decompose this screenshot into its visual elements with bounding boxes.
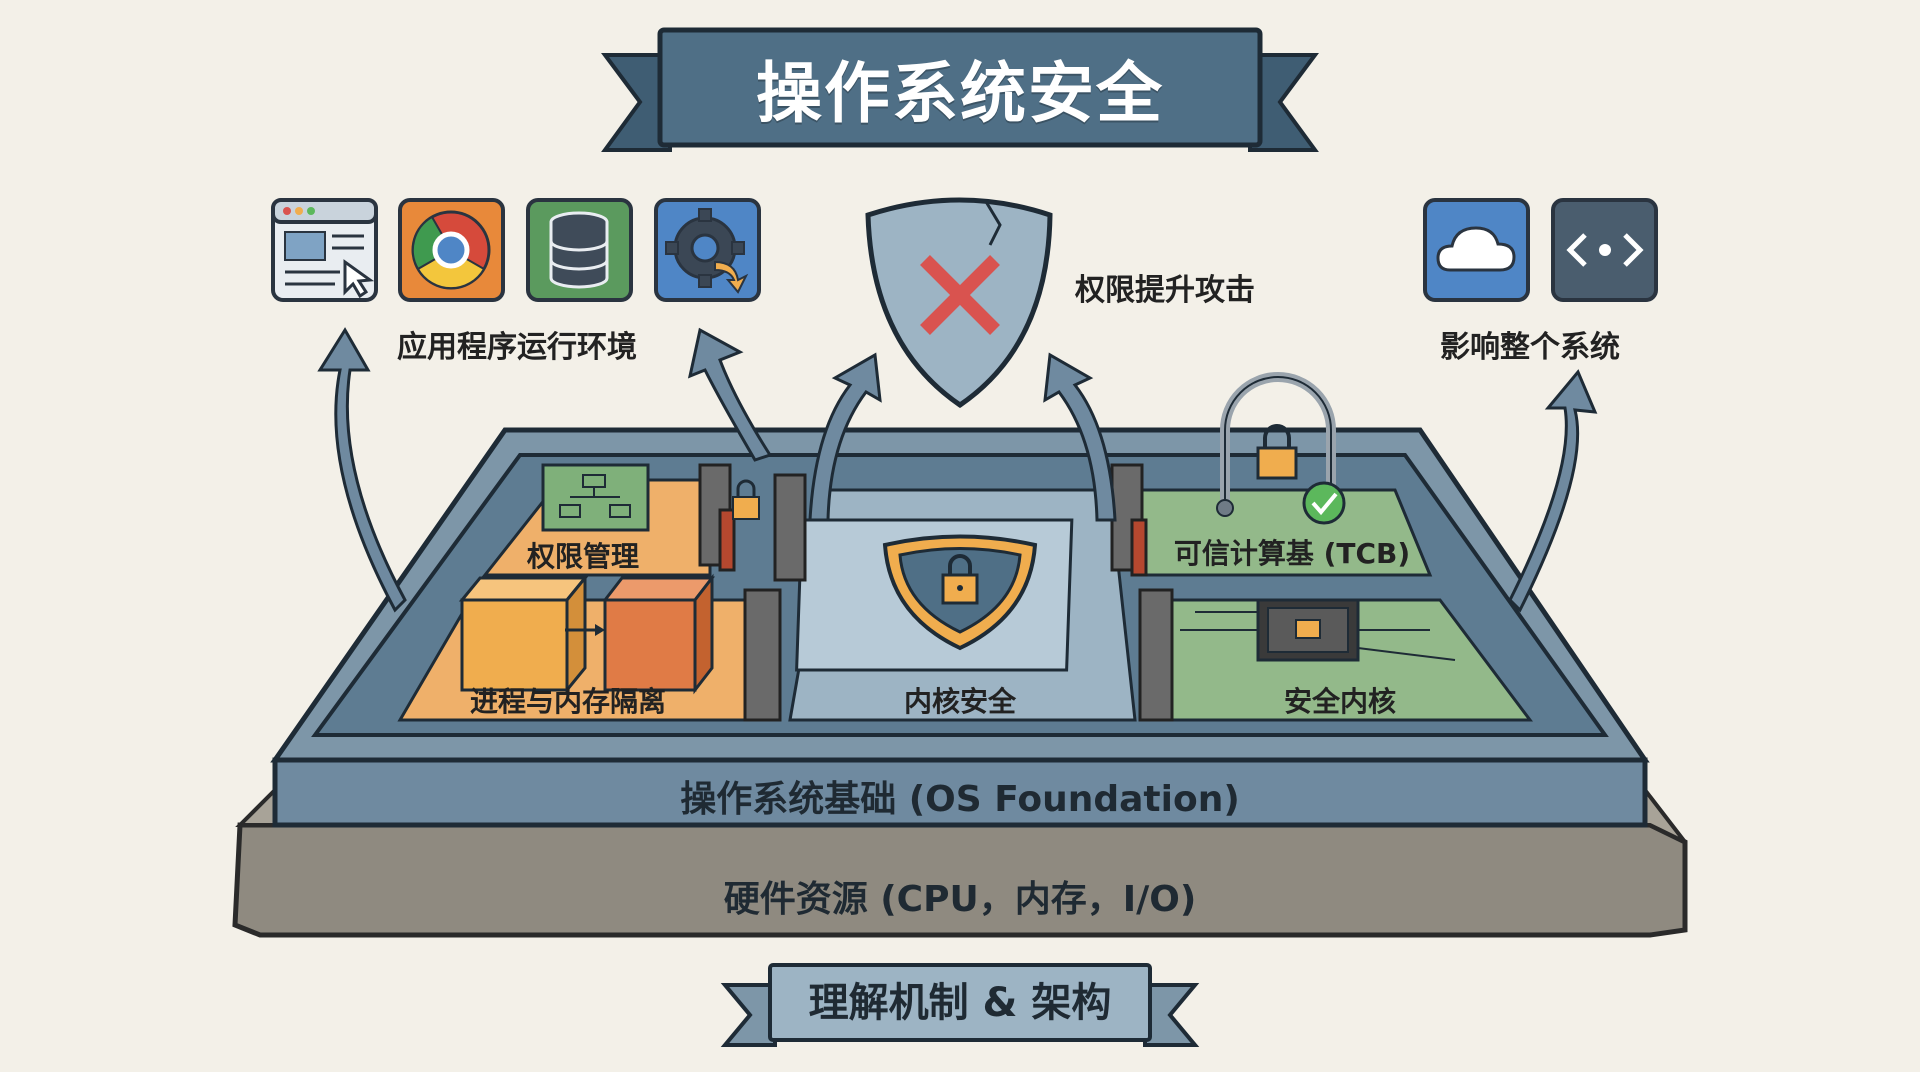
zone-secure-kernel-label: 安全内核 (1283, 685, 1397, 718)
right-icons (1423, 198, 1658, 302)
padlock-icon (732, 479, 760, 520)
zone-kernel-label: 内核安全 (903, 685, 1017, 718)
footer-banner (720, 963, 1200, 1047)
hardware-label: 硬件资源 (CPU，内存，I/O) (723, 879, 1197, 920)
gear-arrow-icon (654, 198, 761, 302)
zone-isolation-label: 进程与内存隔离 (469, 685, 667, 718)
arrows (317, 327, 1598, 613)
chip-icon (1180, 598, 1456, 662)
attack-label: 权限提升攻击 (1075, 273, 1255, 308)
page-title: 操作系统安全 (756, 55, 1164, 132)
system-impact-label: 影响整个系统 (1440, 330, 1620, 365)
app-env-label: 应用程序运行环境 (397, 330, 637, 365)
walls (698, 463, 1174, 722)
process-cubes (458, 573, 716, 695)
zone-permission-label: 权限管理 (526, 540, 640, 573)
cloud-icon (1423, 198, 1530, 302)
database-icon (526, 198, 633, 302)
zone-tcb-label: 可信计算基 (TCB) (1173, 537, 1411, 570)
code-icon (1551, 198, 1658, 302)
chrome-icon (398, 198, 505, 302)
broken-shield-x-icon (865, 197, 1053, 409)
os-foundation-label: 操作系统基础 (OS Foundation) (680, 779, 1240, 820)
footer-banner-label: 理解机制 & 架构 (808, 980, 1112, 1026)
title-banner (601, 27, 1319, 152)
kernel-shield-icon (882, 534, 1038, 651)
org-chart-icon (541, 463, 650, 532)
app-icons (271, 198, 761, 302)
browser-window-icon (271, 198, 378, 302)
tcb-lock-icon (1216, 372, 1346, 525)
